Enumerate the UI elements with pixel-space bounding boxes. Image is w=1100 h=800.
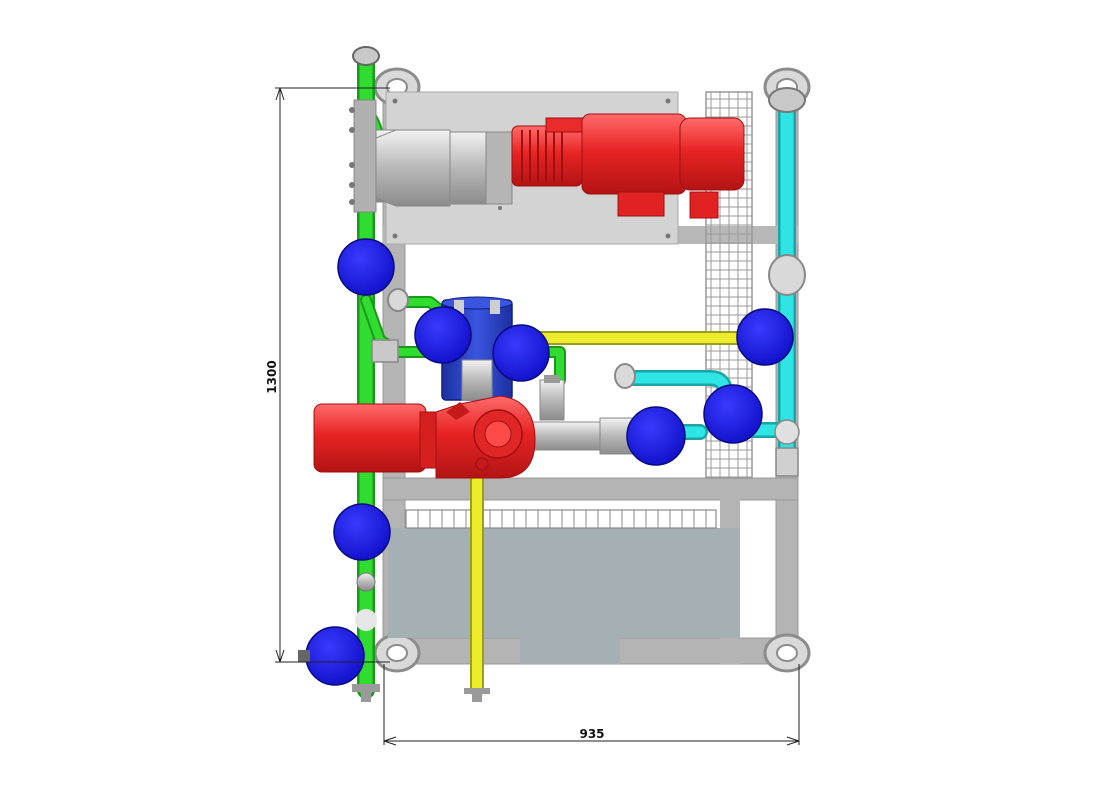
bottom-motor (313, 403, 439, 473)
valve-handwheel (492, 324, 550, 382)
valve-handwheel (337, 238, 395, 296)
height-dimension-label: 1300 (265, 360, 279, 393)
yellow-pipeline (464, 331, 767, 702)
width-dimension-label: 935 (579, 727, 604, 741)
cable-tray (405, 509, 717, 529)
anchor-bolt (298, 650, 310, 662)
valve-handwheel (305, 626, 365, 686)
collection-tank (388, 528, 740, 664)
valve-handwheel (626, 406, 686, 466)
valve-handwheels (305, 238, 794, 686)
valve-handwheel (736, 308, 794, 366)
valve-handwheel (414, 306, 472, 364)
coupling (449, 131, 513, 205)
width-dimension (383, 664, 800, 746)
top-gearbox (511, 117, 587, 187)
cyan-pipeline (614, 87, 806, 477)
valve-handwheel (333, 503, 391, 561)
bottom-gearbox (435, 395, 536, 479)
top-motor (581, 113, 745, 219)
top-pump (349, 99, 451, 213)
valve-handwheel (703, 384, 763, 444)
height-dimension (275, 87, 390, 663)
